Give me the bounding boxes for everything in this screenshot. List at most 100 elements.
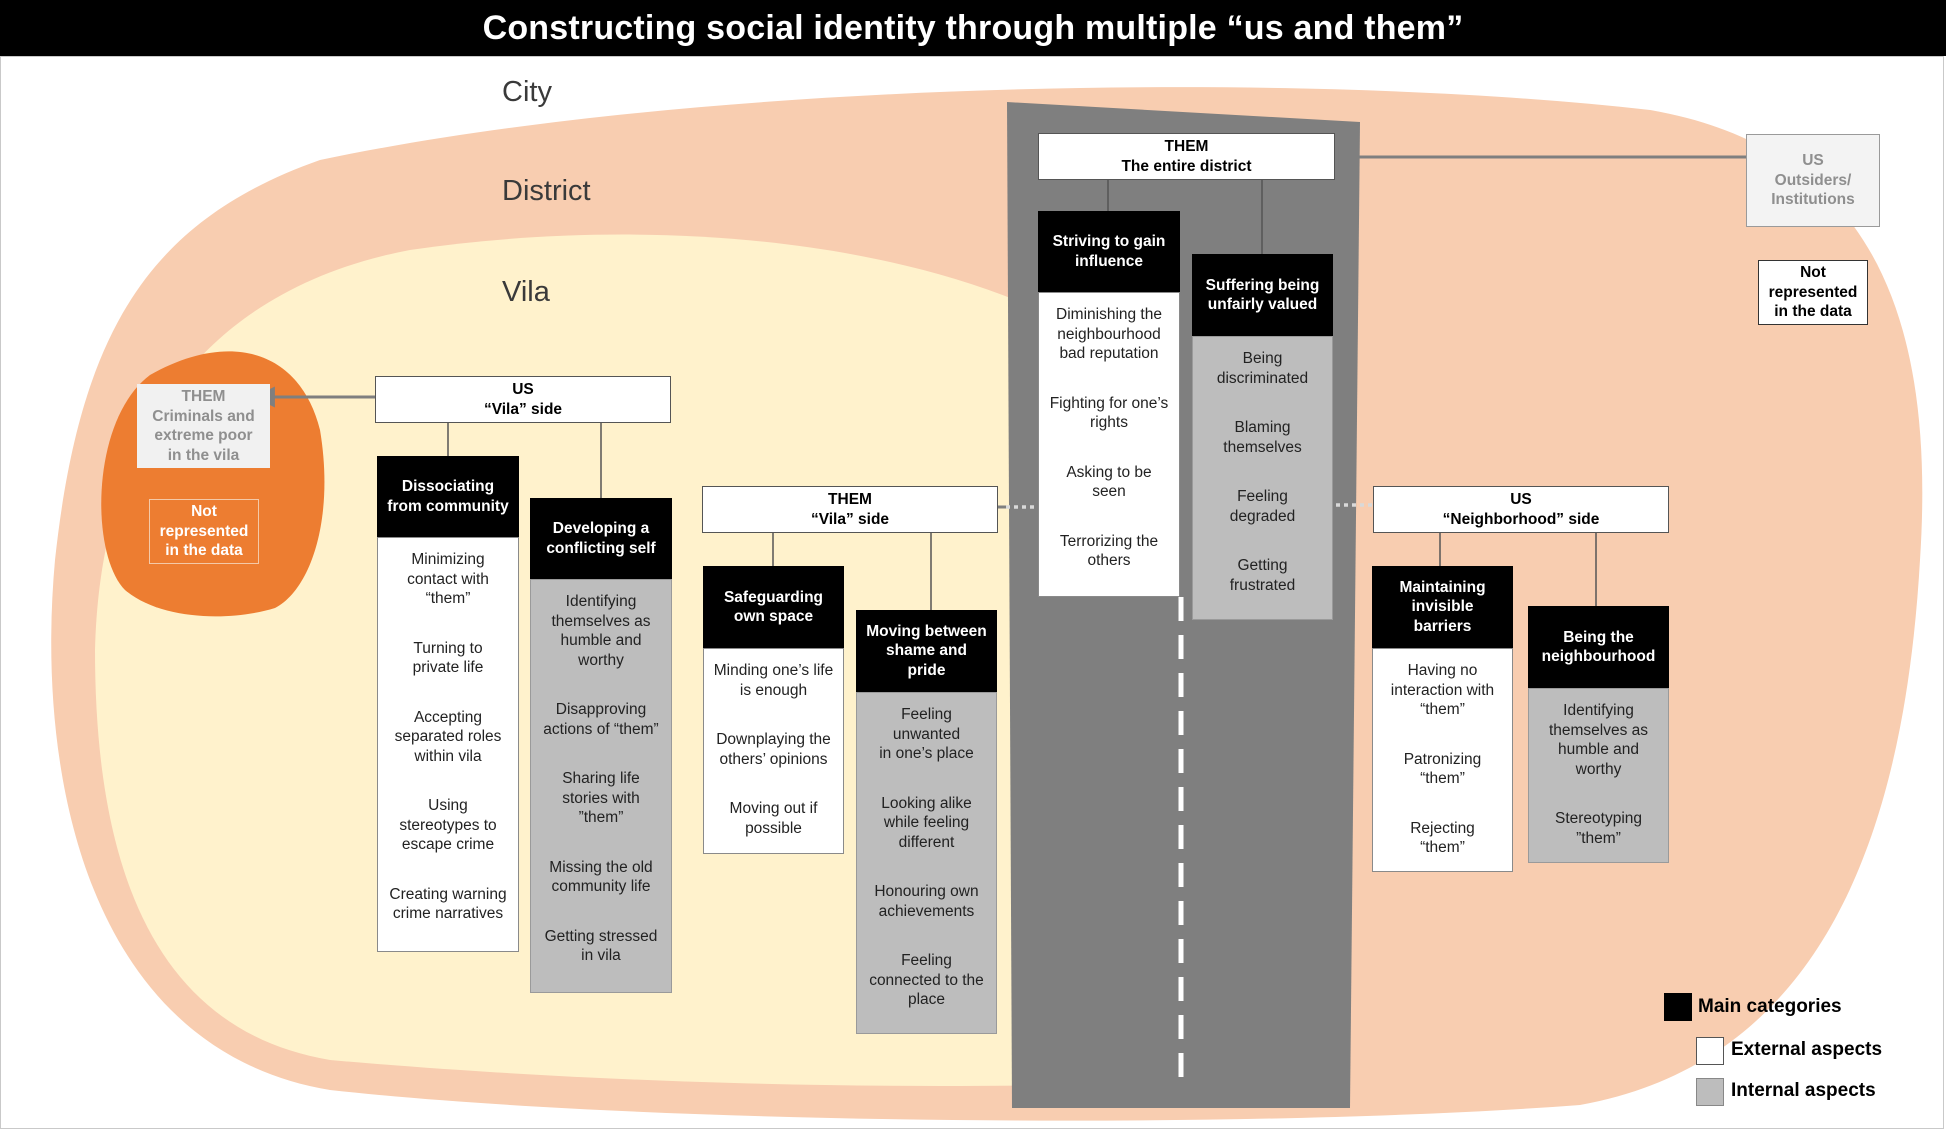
category-title-line: invisible [1411, 598, 1474, 616]
aspect-line: contact with [407, 570, 489, 588]
aspect-line: Getting [1237, 557, 1288, 574]
category-title-line: own space [733, 608, 814, 625]
header-line: US [512, 381, 534, 398]
them-criminals-box: THEM Criminals and extreme poor in the v… [137, 384, 270, 468]
aspect-line: Creating warning [389, 885, 507, 903]
category-title-line: Suffering being [1205, 276, 1320, 294]
category-title-line: Striving to gain [1052, 233, 1166, 250]
aspect-line: stories with [562, 789, 640, 807]
aspect-line: in vila [581, 947, 621, 964]
aspect-line: while feeling [883, 814, 970, 831]
category-title-line: pride [907, 661, 946, 679]
legend-swatch-internal [1696, 1078, 1724, 1106]
aspect-line: worthy [1575, 760, 1622, 778]
criminals-not-represented-box: Not represented in the data [149, 499, 259, 564]
aspect-line: Looking alike [881, 794, 972, 812]
aspect-line: within vila [414, 747, 482, 765]
aspect-line: Minimizing [411, 551, 485, 568]
aspect-item: Rejecting“them” [1377, 819, 1508, 858]
diagram-frame [0, 56, 1944, 1129]
aspect-line: Using [428, 797, 468, 814]
aspect-line: Feeling [901, 706, 952, 723]
zone-label-vila: Vila [502, 276, 550, 308]
aspect-line: Honouring own [874, 883, 979, 900]
aspect-line: discriminated [1216, 369, 1309, 387]
aspect-line: private life [412, 659, 484, 676]
legend-label-internal: Internal aspects [1731, 1080, 1876, 1101]
not-represented-line: represented [1768, 283, 1858, 301]
aspect-line: Moving out if [729, 800, 818, 817]
us-neighborhood-header: US “Neighborhood” side [1373, 486, 1669, 533]
aspect-line: ”them” [1576, 829, 1621, 847]
aspect-line: actions of “them” [543, 720, 659, 738]
aspect-line: others [1087, 552, 1131, 569]
aspect-line: Disapproving [555, 701, 647, 718]
aspect-line: Patronizing [1403, 750, 1482, 768]
barriers-main-category: Maintaining invisible barriers [1372, 566, 1513, 648]
not-represented-line: in the data [1774, 303, 1852, 321]
aspect-line: different [898, 833, 955, 851]
aspect-line: Accepting [413, 708, 483, 726]
aspect-item: Patronizing“them” [1377, 750, 1508, 789]
aspect-line: Diminishing the [1056, 306, 1162, 323]
category-title-line: Being the [1563, 628, 1634, 646]
them-district-header: THEM The entire district [1038, 133, 1335, 180]
aspect-line: Downplaying the [716, 731, 831, 748]
header-line: THEM [828, 491, 872, 508]
aspect-line: Fighting for one’s [1049, 394, 1169, 412]
aspect-item: Disapproving actions of “them” [535, 700, 667, 739]
dissociating-main-category: Dissociating from community [377, 456, 519, 537]
aspect-line: humble and [1557, 741, 1639, 758]
header-line: The entire district [1121, 157, 1252, 175]
aspect-line: Feeling [1237, 488, 1288, 505]
category-title-line: neighbourhood [1541, 648, 1656, 665]
category-title-line: unfairly valued [1207, 296, 1318, 313]
connector-lines [447, 180, 1597, 610]
category-title-line: Moving between [866, 622, 987, 640]
aspect-line: in one’s place [879, 745, 974, 762]
outsiders-line: Outsiders/ [1774, 171, 1852, 189]
aspect-item: Honouring own achievements [861, 882, 992, 921]
header-line: US [1510, 491, 1532, 508]
striving-main-category: Striving to gain influence [1038, 211, 1180, 292]
aspect-item: Stereotyping”them” [1533, 809, 1664, 848]
aspect-line: ”them” [578, 809, 624, 826]
aspect-line: achievements [878, 902, 975, 920]
conflicting-self-main-category: Developing a conflicting self [530, 498, 672, 579]
header-line: “Vila” side [483, 400, 563, 418]
them-vila-header: THEM “Vila” side [702, 486, 998, 533]
zone-label-district: District [502, 175, 591, 207]
aspect-line: Missing the old [549, 858, 653, 876]
diagram-title: Constructing social identity through mul… [0, 0, 1946, 56]
aspect-line: Blaming [1234, 419, 1291, 436]
aspect-item: Downplaying the others’ opinions [708, 730, 839, 769]
aspect-line: others’ opinions [719, 750, 828, 768]
header-line: THEM [1164, 138, 1209, 155]
suffering-main-category: Suffering being unfairly valued [1192, 254, 1333, 336]
aspect-line: Minding one’s life [713, 662, 834, 679]
outsiders-not-represented-box: Not represented in the data [1758, 260, 1868, 325]
